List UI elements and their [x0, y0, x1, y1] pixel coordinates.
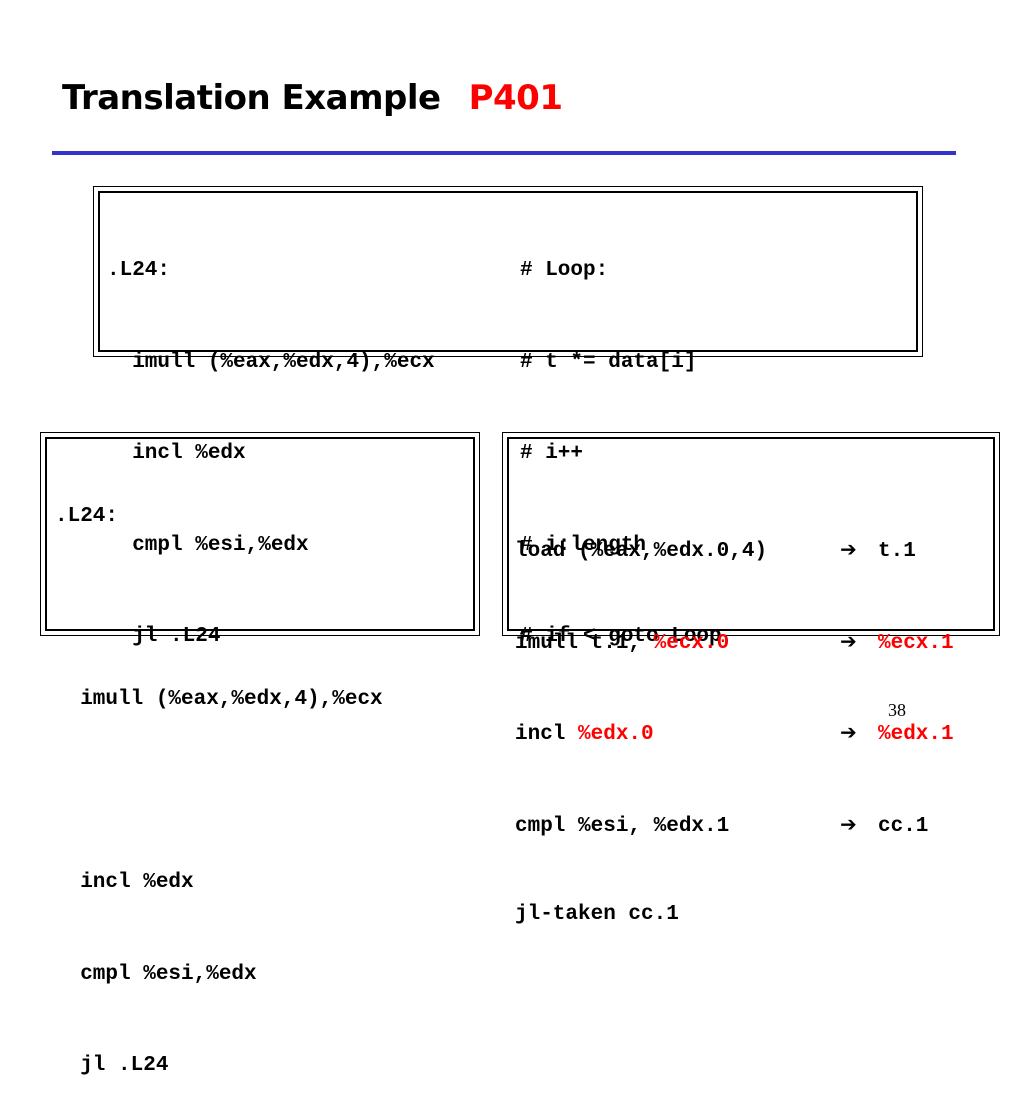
left-code-line [55, 777, 383, 808]
code-comment: # i++ [520, 442, 584, 465]
slide-title: Translation Example P401 [62, 78, 563, 118]
title-text: Translation Example [62, 78, 441, 118]
translation-row: jl-taken cc.1 [515, 900, 954, 931]
translation-op-highlight: %edx.0 [578, 723, 654, 746]
left-code-line [55, 594, 383, 625]
right-arrow-icon: ➔ [840, 537, 857, 561]
left-code-box [40, 432, 480, 636]
translation-row: incl %edx.0 ➔ %edx.1 [515, 717, 954, 748]
translation-row: load (%eax,%edx.0,4) ➔ t.1 [515, 534, 954, 565]
right-translation-box: load (%eax,%edx.0,4) ➔ t.1 imull t.1, %ecx… [502, 432, 1000, 926]
translation-row: cmpl %esi, %edx.1 ➔ cc.1 [515, 809, 954, 840]
translation-dest: t.1 [878, 540, 916, 563]
code-text: .L24: [107, 259, 171, 282]
code-comment: # i:length [520, 533, 647, 557]
translation-dest: cc.1 [878, 814, 929, 838]
top-code-line: cmpl %esi,%edx # i:length [107, 531, 722, 562]
code-comment: # Loop: [520, 259, 609, 282]
code-text: incl %edx [107, 442, 246, 465]
title-underline [52, 151, 956, 155]
translation-op: incl [515, 723, 579, 746]
right-arrow-icon: ➔ [840, 720, 857, 744]
translation-op: imull t.1, [515, 631, 654, 655]
top-code-box-inner-border [98, 191, 918, 352]
code-text: imull (%eax,%edx,4),%ecx [107, 350, 435, 374]
left-code-line: cmpl %esi,%edx [55, 962, 257, 986]
translation-row: imull t.1, %ecx.0 ➔ %ecx.1 [515, 626, 954, 657]
code-text: cmpl %esi,%edx [107, 533, 309, 557]
left-code-line: jl .L24 [55, 1054, 169, 1077]
top-code-line: imull (%eax,%edx,4),%ecx # t *= data[i] [107, 348, 722, 379]
code-comment: # t *= data[i] [520, 350, 697, 374]
translation-op-highlight: %ecx.0 [653, 631, 730, 655]
right-arrow-icon: ➔ [840, 811, 857, 836]
top-code-box: .L24: # Loop: imull (%eax,%edx,4),%ecx # t… [93, 186, 923, 648]
left-code-line: imull (%eax,%edx,4),%ecx [55, 688, 383, 711]
left-code-listing: .L24: imull (%eax,%edx,4),%ecx incl %edx… [55, 441, 383, 1112]
translation-listing: load (%eax,%edx.0,4) ➔ t.1 imull t.1, %ecx… [515, 473, 954, 992]
translation-op: cmpl %esi, %edx.1 [515, 814, 730, 838]
title-page-reference: P401 [468, 78, 563, 118]
left-code-line: .L24: [55, 505, 119, 528]
top-code-line: incl %edx # i++ [107, 439, 722, 470]
translation-dest: %ecx.1 [878, 631, 954, 655]
left-code-line: incl %edx [55, 871, 194, 894]
right-arrow-icon: ➔ [840, 628, 857, 653]
translation-dest: %edx.1 [878, 723, 954, 746]
left-code-box-inner-border [45, 437, 475, 631]
right-translation-box-inner-border [507, 437, 995, 631]
translation-op: load (%eax,%edx.0,4) [515, 540, 768, 563]
translation-op: jl-taken cc.1 [515, 903, 679, 926]
top-code-line: .L24: # Loop: [107, 256, 722, 287]
page-number: 38 [888, 700, 906, 720]
